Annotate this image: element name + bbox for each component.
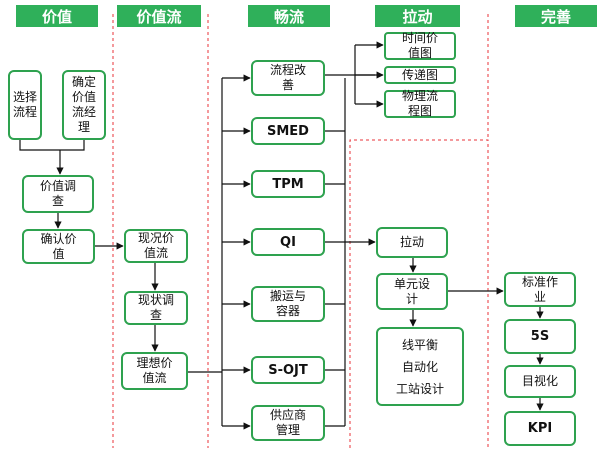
node-visual: 目视化 [504, 365, 576, 398]
column-dividers [112, 14, 489, 448]
node-value-survey: 价值调 查 [22, 175, 94, 213]
node-sojt: S-OJT [251, 356, 325, 384]
node-5s: 5S [504, 319, 576, 354]
node-handling: 搬运与 容器 [251, 286, 325, 322]
node-kpi: KPI [504, 411, 576, 446]
node-confirm-value: 确认价 值 [22, 229, 95, 264]
node-current-survey-label: 现状调 查 [137, 293, 174, 322]
header-pull: 拉动 [375, 5, 460, 27]
node-pull: 拉动 [376, 227, 448, 258]
node-process-improve-label: 流程改 善 [269, 63, 306, 92]
node-pull-label: 拉动 [399, 235, 424, 249]
node-standard-work-label: 标准作 业 [521, 274, 558, 304]
node-qi-label: QI [280, 234, 296, 250]
node-physical-flow-map: 物理流 程图 [384, 89, 456, 118]
header-flow: 畅流 [248, 5, 330, 27]
node-select-process: 选择 流程 [8, 70, 42, 140]
node-kpi-label: KPI [527, 421, 553, 436]
node-supply-mgmt-label: 供应商 管理 [269, 408, 306, 437]
arrows [19, 41, 544, 430]
node-process-improve: 流程改 善 [251, 60, 325, 96]
node-current-vsm-label: 现况价 值流 [137, 231, 174, 260]
node-transfer-map-label: 传递图 [401, 67, 438, 82]
node-line-items: 线平衡 自动化 工站设计 [376, 327, 464, 406]
node-standard-work: 标准作 业 [504, 272, 576, 307]
line-balance-label: 线平衡 [401, 337, 438, 352]
node-tpm: TPM [251, 170, 325, 198]
node-tpm-label: TPM [272, 176, 304, 192]
node-cell-design-label: 单元设 计 [393, 276, 430, 306]
node-select-process-label: 选择 流程 [12, 90, 37, 119]
node-current-vsm: 现况价 值流 [124, 229, 188, 263]
node-define-manager-label: 确定 价值 流经 理 [71, 75, 96, 134]
node-sojt-label: S-OJT [268, 362, 308, 378]
node-smed: SMED [251, 117, 325, 145]
node-value-survey-label: 价值调 查 [39, 179, 76, 208]
node-ideal-vsm: 理想价 值流 [121, 352, 188, 390]
node-cell-design: 单元设 计 [376, 273, 448, 310]
node-confirm-value-label: 确认价 值 [40, 231, 77, 261]
node-supply-mgmt: 供应商 管理 [251, 405, 325, 441]
node-current-survey: 现状调 查 [124, 291, 188, 325]
node-transfer-map: 传递图 [384, 66, 456, 84]
header-value-stream: 价值流 [117, 5, 201, 27]
node-qi: QI [251, 228, 325, 256]
node-ideal-vsm-label: 理想价 值流 [136, 356, 173, 385]
node-5s-label: 5S [530, 329, 550, 344]
automation-label: 自动化 [401, 359, 438, 374]
node-physical-flow-map-label: 物理流 程图 [401, 89, 438, 118]
header-perfect: 完善 [515, 5, 597, 27]
node-time-value-map-label: 时间价 值图 [401, 31, 438, 60]
node-define-manager: 确定 价值 流经 理 [62, 70, 106, 140]
station-design-label: 工站设计 [395, 381, 444, 396]
header-value: 价值 [16, 5, 98, 27]
node-smed-label: SMED [267, 123, 309, 139]
node-visual-label: 目视化 [521, 374, 558, 388]
node-handling-label: 搬运与 容器 [269, 289, 306, 318]
node-time-value-map: 时间价 值图 [384, 31, 456, 60]
